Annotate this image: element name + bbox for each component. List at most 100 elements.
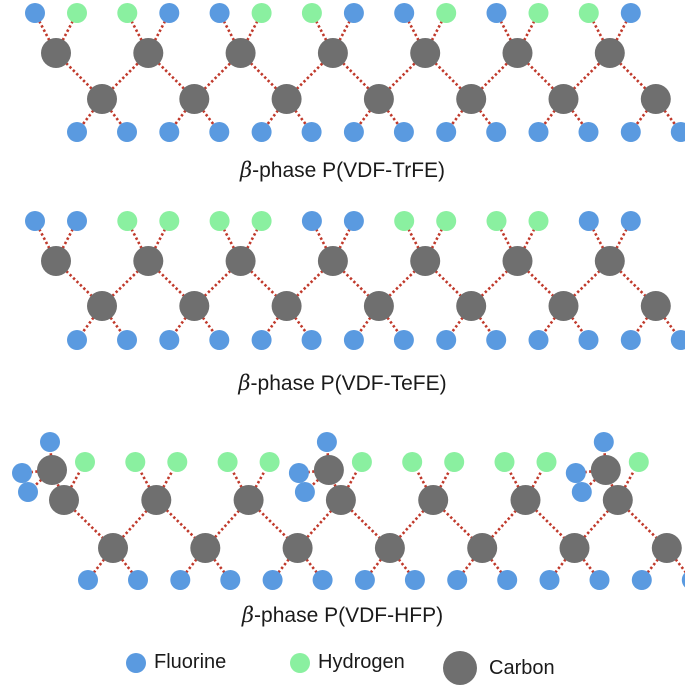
fluorine-atom: [681, 572, 685, 588]
caption-vdf-tefe: β-phase P(VDF-TeFE): [0, 371, 685, 396]
fluorine-atom: [620, 330, 641, 350]
carbon-atom: [225, 246, 256, 276]
fluorine-atom: [593, 432, 614, 452]
fluorine-atom: [294, 482, 315, 502]
caption-text: -phase P(VDF-HFP): [254, 604, 444, 627]
caption-text: -phase P(VDF-TeFE): [250, 372, 447, 395]
hydrogen-atom: [75, 452, 95, 472]
fluorine-atom: [67, 330, 87, 350]
carbon-atom: [179, 84, 210, 114]
hydrogen-atom: [402, 452, 423, 472]
carbon-atom: [325, 485, 356, 515]
fluorine-atom: [220, 570, 241, 590]
fluorine-atom: [12, 463, 32, 483]
fluorine-atom: [670, 122, 685, 142]
carbon-atom: [87, 291, 117, 321]
hydrogen-atom: [578, 3, 599, 23]
fluorine-atom: [447, 570, 468, 590]
fluorine-atom: [251, 122, 272, 142]
fluorine-atom: [589, 570, 610, 590]
carbon-atom: [510, 485, 541, 515]
fluorine-atom: [67, 122, 87, 142]
hydrogen-atom: [444, 452, 465, 472]
carbon-atom: [410, 38, 441, 68]
fluorine-atom: [301, 211, 322, 231]
hydrogen-atom: [351, 452, 372, 472]
hydrogen-atom: [117, 3, 138, 23]
fluorine-atom: [117, 122, 137, 142]
caption-text: -phase P(VDF-TrFE): [252, 159, 446, 182]
hydrogen-atom: [494, 452, 515, 472]
carbon-atom: [456, 84, 487, 114]
carbon-atom: [559, 533, 590, 563]
carbon-atom: [651, 533, 682, 563]
hydrogen-atom: [628, 452, 649, 472]
fluorine-atom: [288, 463, 309, 483]
legend-label: Carbon: [489, 656, 555, 679]
fluorine-atom: [343, 3, 364, 23]
beta-symbol: β: [238, 371, 251, 395]
hydrogen-atom: [251, 3, 272, 23]
hydrogen-atom: [536, 452, 557, 472]
carbon-atom: [133, 246, 164, 276]
carbon-atom: [502, 246, 533, 276]
carbon-atom: [594, 38, 625, 68]
fluorine-atom: [436, 122, 457, 142]
fluorine-atom: [301, 122, 322, 142]
fluorine-atom: [312, 570, 333, 590]
fluorine-atom: [620, 3, 641, 23]
caption-vdf-trfe: β-phase P(VDF-TrFE): [0, 158, 685, 183]
carbon-atom: [133, 38, 164, 68]
carbon-atom: [190, 533, 221, 563]
fluorine-atom: [393, 330, 414, 350]
fluorine-atom: [301, 330, 322, 350]
carbon-atom: [317, 38, 348, 68]
carbon-atom: [548, 291, 579, 321]
hydrogen-atom: [217, 452, 238, 472]
fluorine-atom: [631, 570, 652, 590]
carbon-atom: [271, 291, 302, 321]
fluorine-atom: [209, 122, 230, 142]
fluorine-atom: [394, 3, 415, 23]
beta-symbol: β: [241, 603, 255, 627]
fluorine-atom: [25, 3, 45, 23]
carbon-atom: [418, 485, 449, 515]
fluorine-atom: [40, 432, 60, 452]
fluorine-atom-icon: [126, 652, 146, 673]
legend-item-fluorine: Fluorine: [126, 651, 226, 674]
carbon-atom: [594, 246, 625, 276]
carbon-atom: [41, 246, 71, 276]
fluorine-atom: [620, 122, 641, 142]
fluorine-atom: [528, 330, 549, 350]
fluorine-atom: [67, 211, 87, 231]
hydrogen-atom: [528, 3, 549, 23]
fluorine-atom: [528, 122, 549, 142]
fluorine-atom: [436, 330, 457, 350]
hydrogen-atom: [259, 452, 280, 472]
fluorine-atom: [209, 330, 230, 350]
fluorine-atom: [354, 570, 375, 590]
carbon-atom-icon: [443, 651, 477, 685]
carbon-atom: [602, 485, 633, 515]
hydrogen-atom: [67, 3, 87, 23]
hydrogen-atom: [159, 211, 180, 231]
hydrogen-atom: [117, 211, 138, 231]
fluorine-atom: [25, 211, 45, 231]
hydrogen-atom: [301, 3, 322, 23]
carbon-atom: [179, 291, 210, 321]
legend-item-carbon: Carbon: [443, 651, 555, 685]
carbon-atom: [98, 533, 128, 563]
fluorine-atom: [128, 570, 148, 590]
fluorine-atom: [565, 463, 586, 483]
carbon-atom: [590, 455, 621, 485]
fluorine-atom: [316, 432, 337, 452]
carbon-atom: [363, 291, 394, 321]
fluorine-atom: [486, 122, 507, 142]
carbon-atom: [87, 84, 117, 114]
carbon-atom: [37, 455, 67, 485]
fluorine-atom: [578, 211, 599, 231]
hydrogen-atom: [125, 452, 146, 472]
fluorine-atom: [251, 330, 272, 350]
carbon-atom: [640, 291, 671, 321]
hydrogen-atom: [394, 211, 415, 231]
